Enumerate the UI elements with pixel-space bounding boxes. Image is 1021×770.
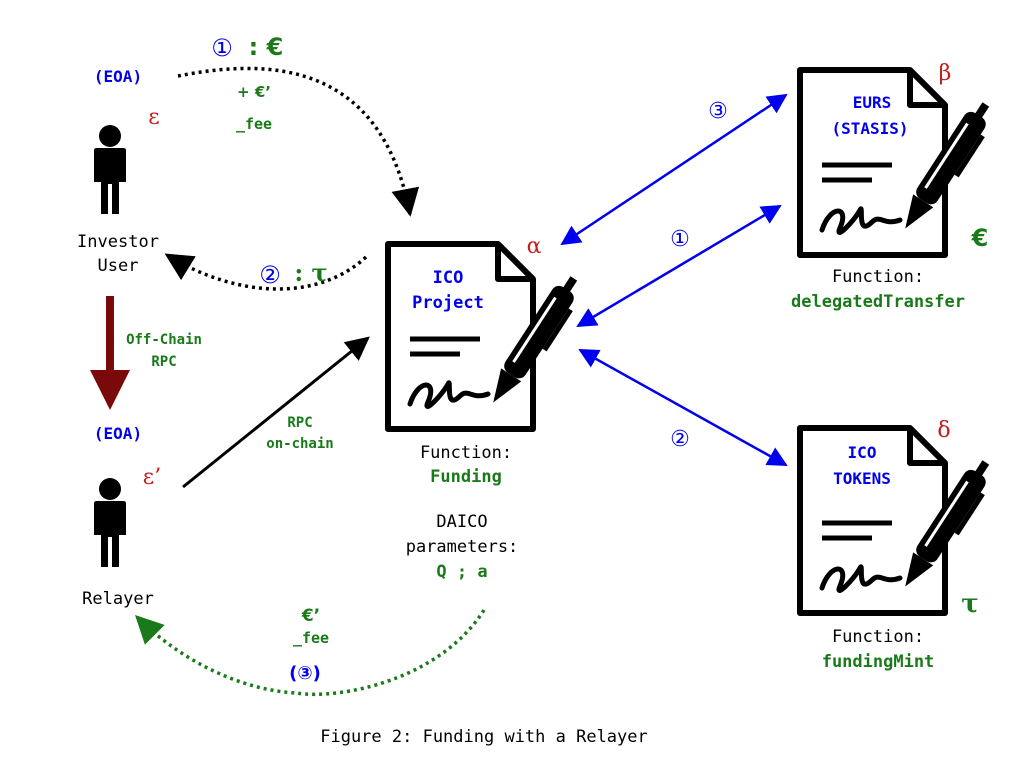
ico-tokens-title: ICO <box>848 443 877 462</box>
step1-number: ① <box>211 34 233 62</box>
investor-epsilon-symbol: ε <box>148 105 159 130</box>
relayer-to-ico-arrow <box>182 336 370 489</box>
step1-euro-label: : € <box>249 33 284 61</box>
ico-project-contract-icon <box>388 244 588 429</box>
eurs-currency-symbol: € <box>971 224 989 252</box>
ico-project-subtitle: Project <box>412 293 484 313</box>
ico-project-function-name: Funding <box>430 467 502 487</box>
daico-params-values: Q ; a <box>436 562 487 582</box>
ico-tokens-arrow-2 <box>578 348 788 467</box>
relayer-fee-label: _fee <box>293 629 329 647</box>
investor-to-ico-arrow <box>177 66 420 217</box>
rpc-onchain-sublabel: on-chain <box>266 436 333 452</box>
ico-tokens-subtitle: TOKENS <box>833 469 891 488</box>
investor-sublabel: User <box>98 256 139 276</box>
investor-eoa-label: (EOA) <box>94 67 142 86</box>
step2-number: ② <box>259 261 281 289</box>
daico-label: DAICO <box>436 512 487 532</box>
offchain-rpc-label: RPC <box>151 354 176 370</box>
eurs-title: EURS <box>853 93 892 112</box>
figure-caption: Figure 2: Funding with a Relayer <box>320 727 648 747</box>
ico-tokens-function-name: fundingMint <box>822 652 935 672</box>
ico-project-function-label: Function: <box>420 443 512 463</box>
relayer-person-icon <box>94 478 126 567</box>
step1-fee-plus: + €’ <box>237 83 271 101</box>
relayer-fee-arrow <box>135 609 486 697</box>
relayer-epsilon-symbol: ε’ <box>143 465 161 490</box>
rpc-onchain-label: RPC <box>287 415 312 431</box>
ico-project-alpha-symbol: α <box>527 234 542 259</box>
ico-project-title: ICO <box>433 268 464 288</box>
relayer-eoa-label: (EOA) <box>94 424 142 443</box>
relayer-fee-euro: €’ <box>301 606 320 626</box>
eurs-subtitle: (STASIS) <box>831 119 908 138</box>
daico-params-label: parameters: <box>406 537 519 557</box>
step1-fee-label: _fee <box>236 115 272 133</box>
investor-person-icon <box>94 125 126 214</box>
relayer-label: Relayer <box>82 589 154 609</box>
investor-label: Investor <box>77 232 159 252</box>
ico-tokens-delta-symbol: δ <box>937 418 950 443</box>
ico-tokens-contract-icon <box>800 428 1000 613</box>
tokens-step2-number: ② <box>670 427 690 452</box>
eurs-contract-icon <box>800 70 1000 255</box>
ico-to-investor-arrow <box>164 253 368 291</box>
ico-eurs-arrow-1 <box>576 204 782 328</box>
eurs-function-label: Function: <box>832 267 924 287</box>
eurs-step3-number: ③ <box>708 99 728 124</box>
ico-tokens-function-label: Function: <box>832 627 924 647</box>
offchain-label: Off-Chain <box>126 332 202 348</box>
ico-tokens-tau-symbol: τ <box>961 589 979 619</box>
eurs-step1-number: ① <box>670 227 690 252</box>
eurs-beta-symbol: β <box>939 61 952 86</box>
step2-tau-label: : τ <box>294 258 327 287</box>
eurs-function-name: delegatedTransfer <box>791 292 965 312</box>
relayer-fee-step: (③) <box>289 663 321 684</box>
